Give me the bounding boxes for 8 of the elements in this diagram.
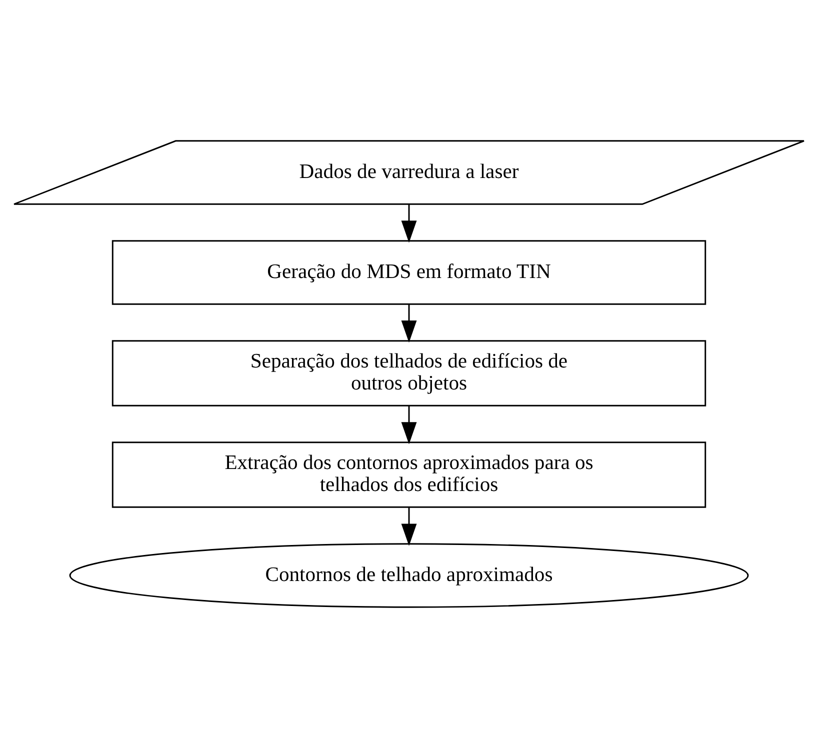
arrow [401,304,417,343]
arrow [401,406,417,444]
arrow [401,204,417,243]
node-box: Separação dos telhados de edifícios de outros objetos [112,340,706,406]
node-ellipse: Contornos de telhado aproximados [69,543,749,608]
node-box: Extração dos contornos aproximados para os telhados dos edifícios [112,442,706,508]
node-box: Geração do MDS em formato TIN [112,240,706,305]
arrow [401,507,417,546]
